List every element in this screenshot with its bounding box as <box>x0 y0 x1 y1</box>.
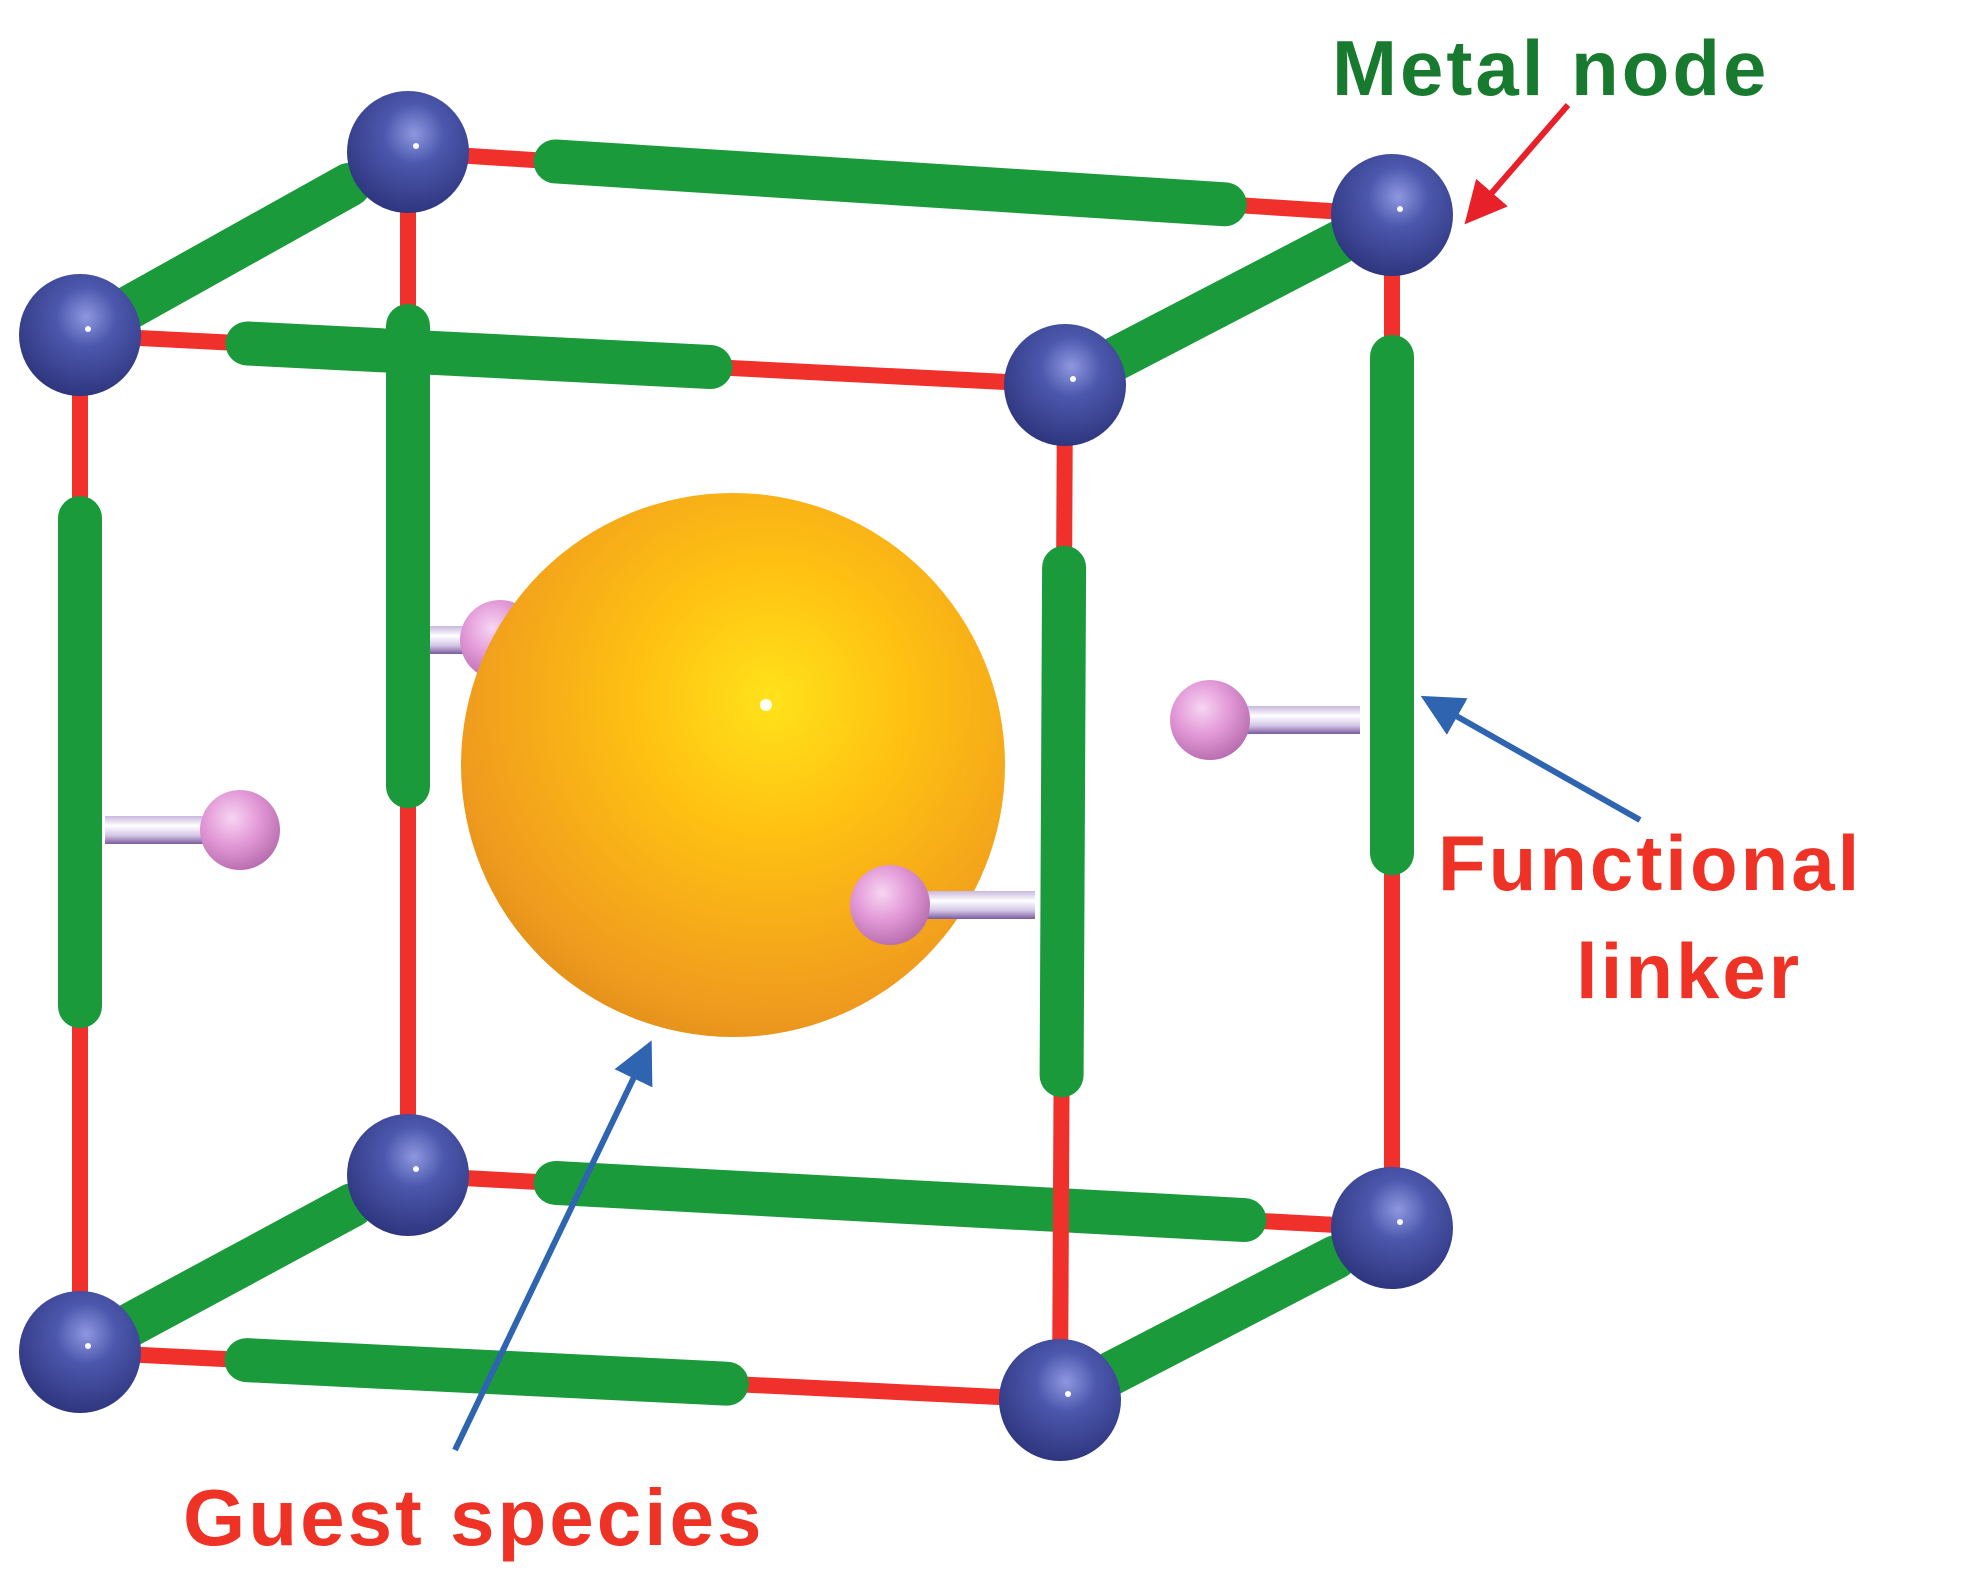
node-highlight <box>85 1343 91 1349</box>
edge-front-top-linker <box>225 321 733 389</box>
edge-front-top <box>79 321 1066 393</box>
edge-back-top-linker <box>533 139 1247 227</box>
blue-sphere-icon <box>19 1291 141 1413</box>
node-highlight <box>1065 1391 1071 1397</box>
blue-sphere-icon <box>347 91 469 213</box>
node-highlight <box>85 326 91 332</box>
metal-node-g <box>347 1114 469 1236</box>
edge-front-bottom-linker <box>224 1338 749 1406</box>
edge-front-right-linker <box>1039 545 1087 1098</box>
metal-node-label: Metal node <box>1332 24 1769 112</box>
metal-nodes <box>19 91 1453 1461</box>
node-highlight <box>413 1166 419 1172</box>
node-highlight <box>1397 206 1403 212</box>
pink-ball-icon <box>1170 680 1250 760</box>
edge-front-bottom <box>79 1338 1061 1408</box>
guest-sphere-icon <box>461 493 1005 1037</box>
functional-group-front <box>850 865 1035 945</box>
blue-sphere-icon <box>19 274 141 396</box>
metal-node-e <box>347 91 469 213</box>
edge-back-top <box>407 139 1393 227</box>
edge-depth-top-left-linker <box>107 162 371 330</box>
functional-group-right <box>1170 680 1360 760</box>
edge-front-right <box>1039 384 1087 1401</box>
metal-node-arrow <box>1464 103 1571 225</box>
edge-back-bottom-linker <box>533 1160 1267 1243</box>
framework-bonds <box>58 139 1414 1408</box>
edge-depth-bottom-right-linker <box>1087 1235 1358 1397</box>
functional-group-left <box>105 790 280 870</box>
metal-node-b <box>1004 324 1126 446</box>
pink-ball-icon <box>200 790 280 870</box>
blue-sphere-icon <box>347 1114 469 1236</box>
node-highlight <box>413 143 419 149</box>
guest-species-arrow <box>452 1040 653 1452</box>
edge-depth-top-right <box>1061 207 1396 393</box>
guest-layer <box>461 493 1005 1037</box>
blue-sphere-icon <box>1004 324 1126 446</box>
blue-sphere-icon <box>1331 1167 1453 1289</box>
node-highlight <box>1070 376 1076 382</box>
blue-sphere-icon <box>1331 154 1453 276</box>
edge-back-bottom <box>407 1160 1393 1243</box>
edge-depth-bottom-right <box>1056 1220 1396 1408</box>
metal-node-c <box>19 1291 141 1413</box>
metal-node-d <box>999 1339 1121 1461</box>
pink-ball-icon <box>850 865 930 945</box>
functional-linker-label-line2: linker <box>1576 927 1802 1015</box>
metal-node-a <box>19 274 141 396</box>
front-framework-bonds <box>850 384 1087 1401</box>
metal-node-f <box>1331 154 1453 276</box>
edge-depth-bottom-left <box>76 1167 412 1360</box>
functional-linker-label-line1: Functional <box>1438 819 1862 907</box>
edge-depth-top-right-linker <box>1092 220 1362 382</box>
guest-species-label: Guest species <box>183 1473 765 1562</box>
node-highlight <box>1397 1219 1403 1225</box>
metal-node-h <box>1331 1167 1453 1289</box>
blue-sphere-icon <box>999 1339 1121 1461</box>
functional-linker-arrow <box>1420 695 1642 823</box>
edge-depth-bottom-left-linker <box>107 1183 375 1348</box>
edge-depth-top-left <box>76 145 412 342</box>
guest-sphere-highlight <box>760 699 772 711</box>
